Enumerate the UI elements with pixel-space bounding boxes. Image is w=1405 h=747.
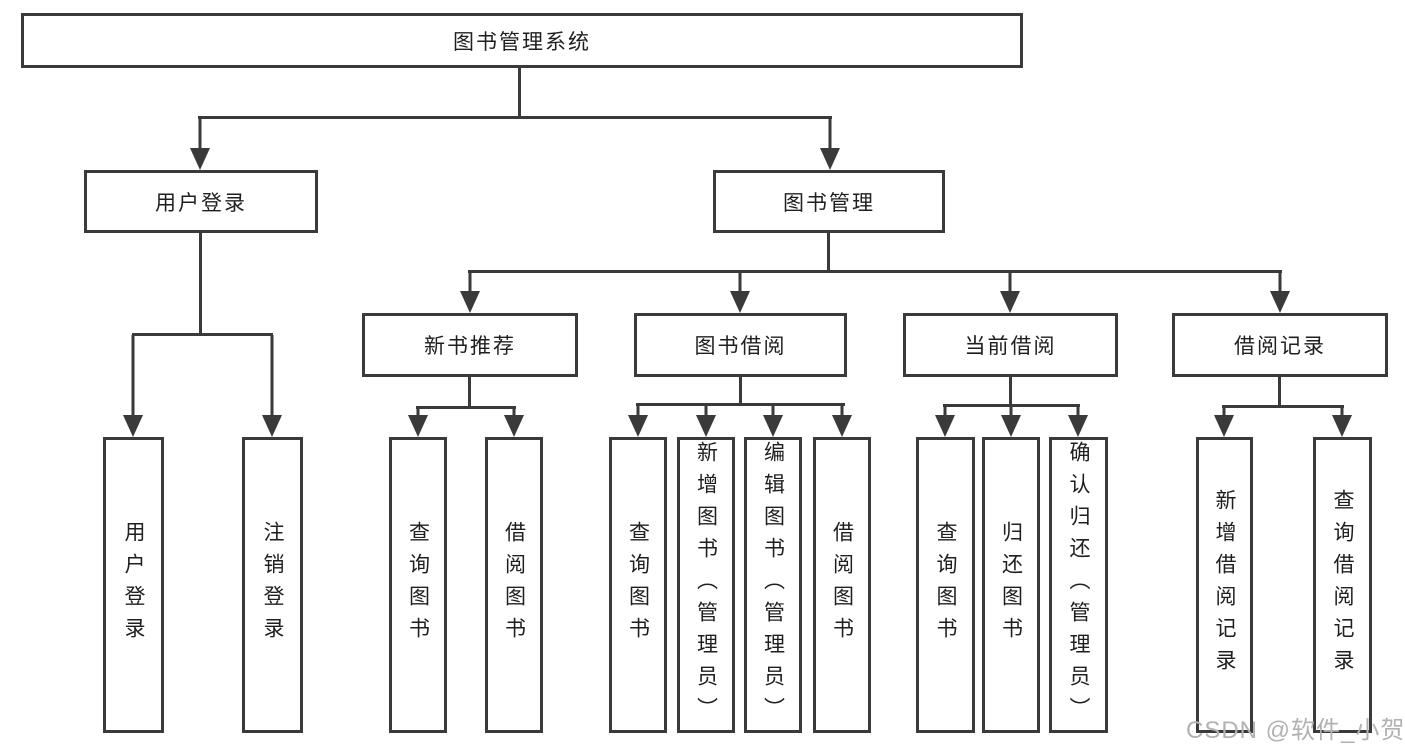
arrow-to-leaf-query-books-borrowing: [627, 405, 649, 437]
node-new-book-recommendation: 新书推荐: [362, 313, 578, 377]
leaf-borrow-books-recommend: 借阅图书: [485, 437, 543, 733]
arrow-to-leaf-query-books-current: [934, 406, 956, 437]
leaf-query-books-borrowing: 查询图书: [609, 437, 667, 733]
node-borrowing-records: 借阅记录: [1172, 313, 1388, 377]
node-current-borrowing: 当前借阅: [903, 313, 1118, 377]
arrow-to-book-borrowing: [729, 272, 751, 313]
arrow-to-leaf-borrow-books-borrowing: [831, 405, 853, 437]
arrow-to-leaf-query-books-recommend: [407, 408, 429, 437]
leaf-label: 查询图书: [934, 521, 957, 649]
leaf-label: 新增借阅记录: [1213, 489, 1236, 681]
leaf-label: 借阅图书: [830, 521, 854, 649]
connector-records-trunk: [1278, 377, 1281, 407]
connector-borrowing-branch: [636, 403, 845, 406]
arrow-to-leaf-add-borrow-record: [1213, 407, 1235, 437]
connector-borrowing-trunk: [739, 377, 742, 405]
connector-recommendation-trunk: [468, 377, 471, 408]
arrow-to-leaf-add-books-admin: [695, 405, 717, 437]
leaf-label: 用户登录: [122, 521, 145, 649]
leaf-label: 新增图书（管理员）: [694, 441, 718, 729]
node-label: 当前借阅: [964, 335, 1057, 358]
node-library-management-system: 图书管理系统: [21, 13, 1023, 68]
connector-book-management-branch: [468, 270, 1282, 273]
leaf-add-books-admin: 新增图书（管理员）: [677, 437, 735, 733]
leaf-add-borrow-record: 新增借阅记录: [1196, 437, 1253, 733]
connector-user-login-branch: [132, 333, 273, 336]
csdn-watermark: CSDN @软件_小贺同学: [1186, 717, 1405, 744]
leaf-label: 确认归还（管理员）: [1067, 441, 1090, 729]
leaf-return-books: 归还图书: [982, 437, 1040, 733]
leaf-label: 查询借阅记录: [1331, 489, 1354, 681]
leaf-label: 编辑图书（管理员）: [761, 441, 785, 729]
connector-root-trunk: [518, 68, 521, 118]
leaf-label: 注销登录: [261, 521, 284, 649]
connector-user-login-trunk: [199, 233, 202, 335]
connector-current-trunk: [1009, 377, 1012, 406]
leaf-query-borrow-record: 查询借阅记录: [1313, 437, 1372, 733]
arrow-to-leaf-return-books: [1000, 406, 1022, 437]
node-label: 图书管理: [783, 191, 875, 215]
leaf-label: 查询图书: [406, 521, 430, 649]
node-label: 新书推荐: [424, 335, 516, 358]
arrow-to-leaf-logout: [261, 335, 283, 437]
arrow-to-book-management: [819, 118, 841, 170]
arrow-to-leaf-borrow-books-recommend: [503, 408, 525, 437]
connector-recommendation-branch: [416, 406, 516, 409]
node-label: 借阅记录: [1234, 335, 1326, 358]
arrow-to-current-borrowing: [999, 272, 1021, 313]
leaf-label: 查询图书: [626, 521, 650, 649]
arrow-to-leaf-query-borrow-record: [1331, 407, 1353, 437]
connector-root-branch: [198, 116, 832, 119]
leaf-label: 归还图书: [999, 521, 1023, 649]
node-label: 图书管理系统: [453, 30, 591, 54]
leaf-confirm-return-admin: 确认归还（管理员）: [1049, 437, 1108, 733]
arrow-to-leaf-edit-books-admin: [762, 405, 784, 437]
connector-records-branch: [1222, 405, 1344, 408]
leaf-query-books-current: 查询图书: [916, 437, 975, 733]
node-user-login: 用户登录: [84, 170, 318, 233]
node-book-borrowing: 图书借阅: [634, 313, 847, 377]
leaf-user-login: 用户登录: [103, 437, 164, 733]
node-label: 图书借阅: [694, 335, 787, 358]
node-book-management: 图书管理: [713, 170, 945, 233]
connector-current-branch: [943, 404, 1080, 407]
leaf-logout: 注销登录: [242, 437, 303, 733]
leaf-query-books-recommend: 查询图书: [389, 437, 447, 733]
leaf-label: 借阅图书: [502, 521, 526, 649]
node-label: 用户登录: [155, 191, 247, 215]
arrow-to-leaf-user-login: [122, 335, 144, 437]
leaf-borrow-books-borrowing: 借阅图书: [813, 437, 871, 733]
arrow-to-user-login: [189, 118, 211, 170]
arrow-to-leaf-confirm-return-admin: [1067, 406, 1089, 437]
arrow-to-new-book-recommendation: [459, 272, 481, 313]
leaf-edit-books-admin: 编辑图书（管理员）: [744, 437, 802, 733]
arrow-to-borrowing-records: [1269, 272, 1291, 313]
connector-book-management-trunk: [827, 233, 830, 272]
